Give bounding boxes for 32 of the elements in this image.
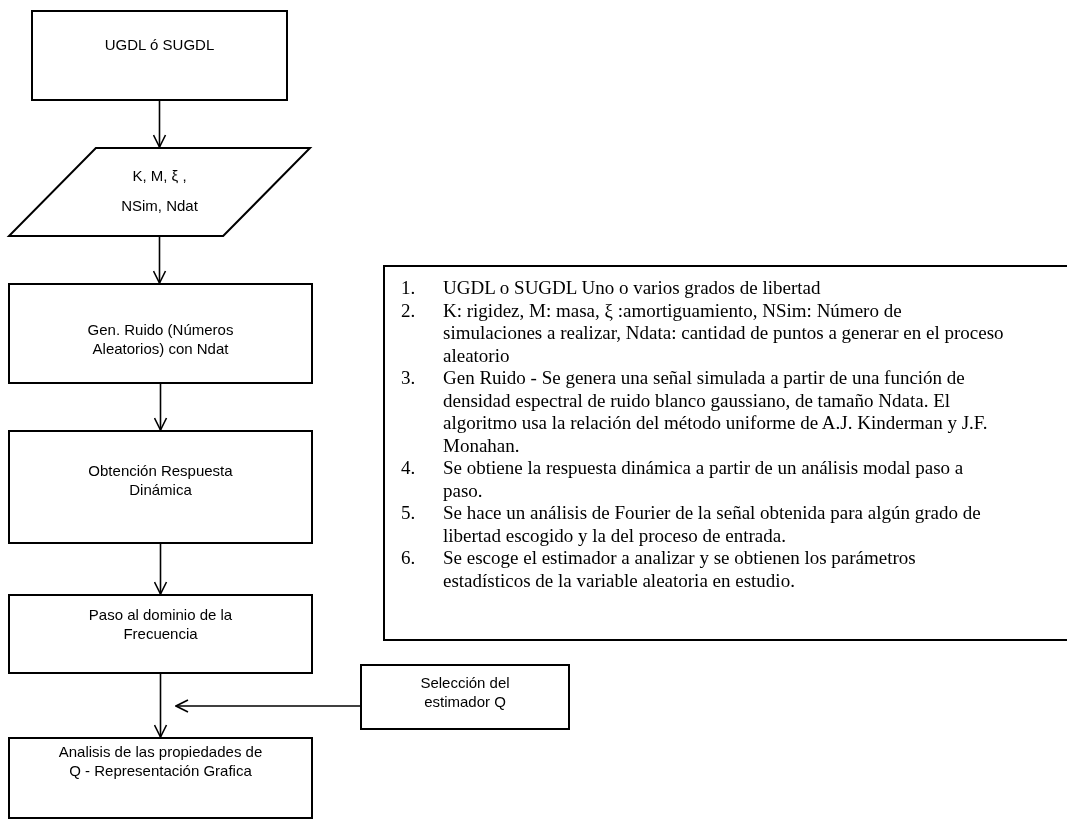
arrow	[153, 673, 168, 738]
arrow	[175, 699, 361, 713]
note-text: Se hace un análisis de Fourier de la señal obtenida para algún grado de libertad escogido y la del proceso de entrada.	[443, 502, 982, 547]
node-label: Obtención Respuesta Dinámica	[87, 462, 234, 500]
node-label: K, M, ξ , NSim, Ndat	[120, 166, 199, 216]
node-label: Analisis de las propiedades de Q - Representación Grafica	[57, 743, 264, 781]
list-number: 1.	[401, 277, 417, 300]
arrow	[152, 100, 167, 148]
process-box	[8, 430, 313, 544]
node-label: Paso al dominio de la Frecuencia	[87, 606, 234, 644]
process-box	[8, 737, 313, 819]
note-text: Gen Ruido - Se genera una señal simulada a partir de una función de densidad espectral de ruido blanco gaussiano, de tamaño Ndata. El algoritmo usa la relación del método uniforme de A.J. Kinderman y J.F. Monahan.	[443, 367, 989, 457]
list-number: 5.	[401, 502, 417, 525]
process-box	[8, 594, 313, 674]
node-label: Gen. Ruido (Números Aleatorios) con Ndat	[86, 321, 235, 359]
process-box	[8, 283, 313, 384]
arrow	[152, 236, 167, 284]
node-label: UGDL ó SUGDL	[104, 36, 215, 55]
notes-box	[383, 265, 1067, 641]
note-text: Se obtiene la respuesta dinámica a partir de un análisis modal paso a paso.	[443, 457, 965, 502]
arrow	[153, 383, 168, 431]
node-label: Selección del estimador Q	[419, 674, 511, 712]
list-number: 2.	[401, 299, 417, 323]
list-number: 4.	[401, 457, 417, 480]
arrow	[153, 543, 168, 595]
note-text: K: rigidez, M: masa, ξ :amortiguamiento, NSim: Número de simulaciones a realizar, Ndata: cantidad de puntos a generar en el proceso aleatorio	[443, 299, 1005, 367]
process-box	[360, 664, 570, 730]
process-box	[31, 10, 288, 101]
list-number: 3.	[401, 367, 417, 390]
note-text: Se escoge el estimador a analizar y se obtienen los parámetros estadísticos de la variable aleatoria en estudio.	[443, 547, 917, 592]
note-text: UGDL o SUGDL Uno o varios grados de libertad	[443, 277, 822, 300]
list-number: 6.	[401, 547, 417, 570]
